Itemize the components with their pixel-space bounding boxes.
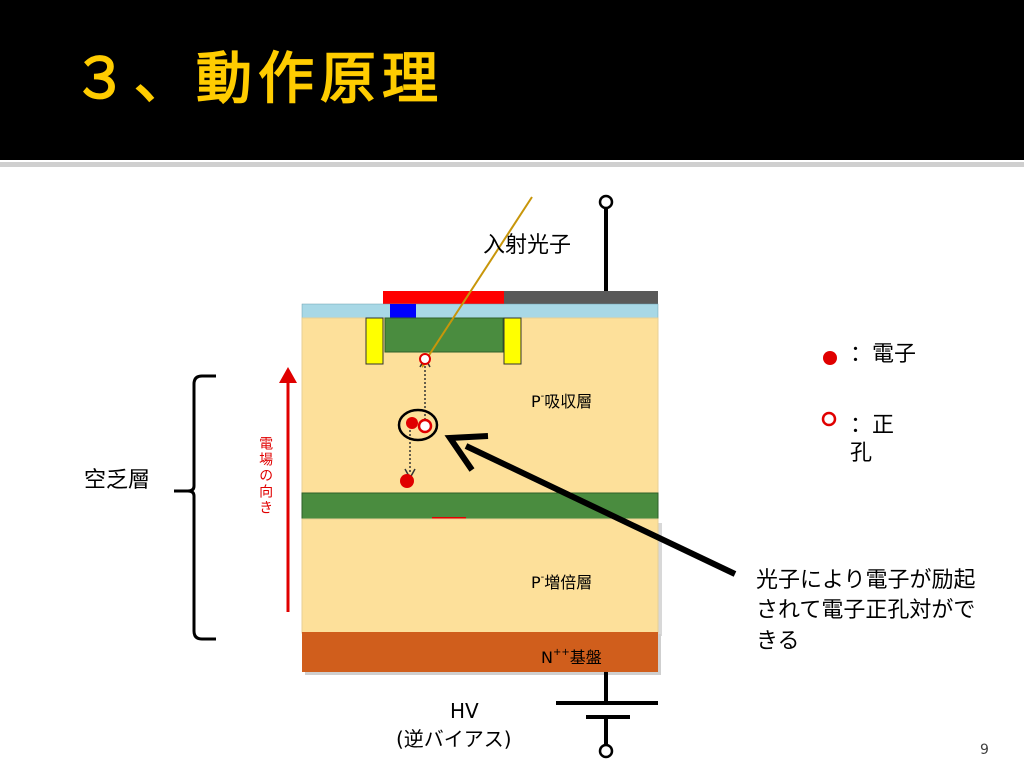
- page-number: 9: [980, 742, 989, 758]
- substrate-name: 基盤: [569, 648, 602, 667]
- contact-blue: [390, 304, 416, 318]
- absorption-p-superscript: -: [540, 391, 545, 402]
- substrate-label: N++基盤: [541, 647, 602, 667]
- multiplication-p-superscript: -: [540, 572, 545, 583]
- incident-photon-label: 入射光子: [483, 233, 572, 258]
- hv-label: HV: [450, 699, 479, 723]
- callout-arrow-line: [464, 443, 737, 577]
- substrate-n-prefix: N: [541, 648, 553, 667]
- guard-ring-left: [365, 317, 384, 365]
- electron-drifted: [400, 474, 414, 488]
- electrode-gray: [503, 291, 658, 304]
- electrode-red: [383, 291, 504, 304]
- explanation-text: 光子により電子が励起されて電子正孔対ができる: [756, 568, 976, 654]
- multiplication-p-prefix: P: [531, 573, 541, 592]
- substrate-n-superscript: ++: [552, 647, 570, 658]
- legend-electron-dot: [823, 351, 837, 365]
- multiplication-layer: [301, 518, 659, 634]
- reverse-bias-label: (逆バイアス): [396, 727, 512, 751]
- legend-hole-label: ：正孔: [850, 413, 895, 466]
- slide-title: ３、動作原理: [72, 47, 444, 112]
- multiplication-layer-name: 増倍層: [544, 573, 593, 592]
- depletion-bracket: [174, 374, 216, 641]
- electric-field-label: 電場の向き: [257, 436, 274, 516]
- guard-ring-right: [503, 317, 522, 365]
- field-arrowhead: [279, 367, 297, 383]
- substrate-layer: [302, 632, 658, 672]
- hole-generated: [417, 418, 433, 434]
- legend-electron-label: ：電子: [850, 342, 917, 367]
- incident-photon-line: [421, 196, 533, 367]
- n-plus-region: [384, 317, 504, 353]
- pair-highlight-ellipse: [397, 408, 439, 442]
- oxide-layer: [301, 303, 659, 319]
- legend-hole-ring: [821, 411, 837, 427]
- absorption-p-prefix: P: [531, 392, 541, 411]
- title-bar: ３、動作原理: [0, 0, 1024, 160]
- electron-generated: [406, 417, 418, 429]
- multiplication-layer-label: P-増倍層: [531, 572, 593, 592]
- title-divider: [0, 162, 1024, 167]
- callout-arrowhead: [444, 433, 489, 472]
- depletion-layer-label: 空乏層: [84, 468, 151, 493]
- bottom-terminal-node: [598, 743, 614, 759]
- absorption-layer-label: P-吸収層: [531, 391, 593, 411]
- top-terminal-node: [598, 194, 614, 210]
- absorption-layer-name: 吸収層: [544, 392, 593, 411]
- hole-drifted: [419, 353, 431, 365]
